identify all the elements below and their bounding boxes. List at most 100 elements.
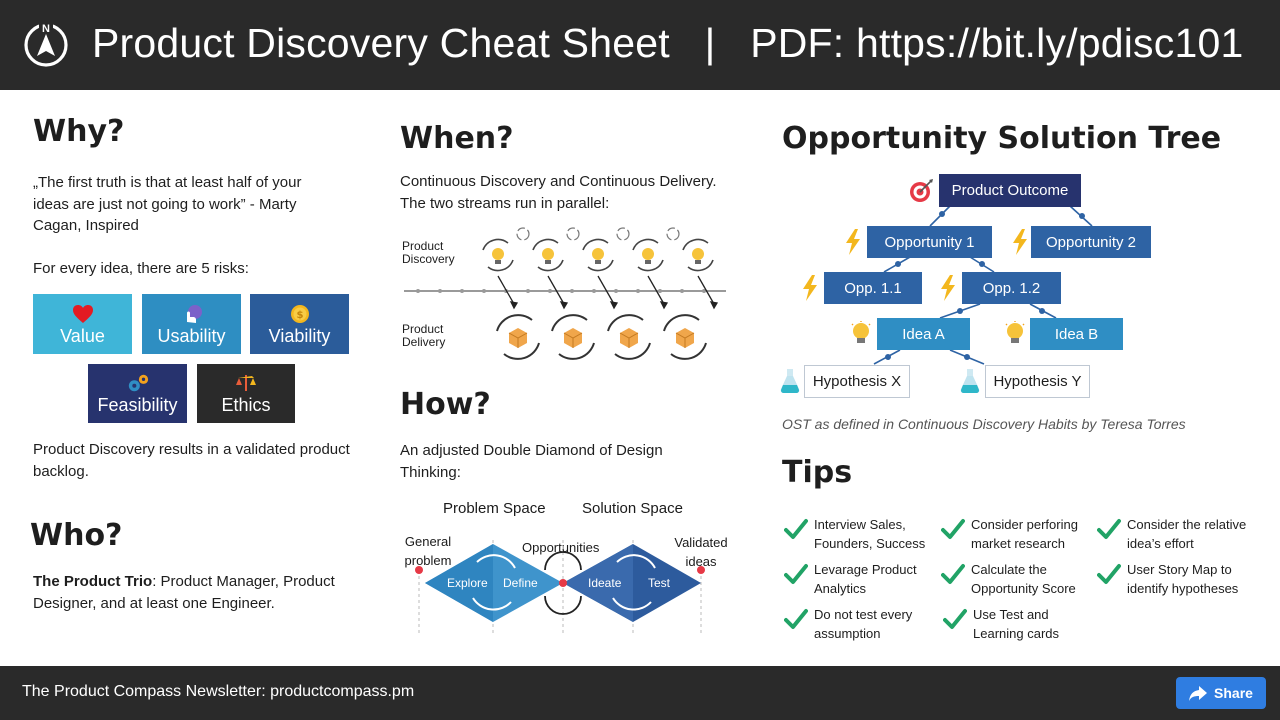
discovery-cycles — [482, 238, 714, 272]
when-text: Continuous Discovery and Continuous Deli… — [400, 173, 717, 212]
checkmark-icon — [941, 519, 965, 539]
opportunities-marker — [559, 579, 567, 587]
svg-text:$: $ — [296, 310, 303, 321]
tip-text: Calculate the Opportunity Score — [971, 562, 1076, 596]
page-title: Product Discovery Cheat Sheet | PDF: htt… — [92, 20, 1244, 66]
coin-icon: $ — [290, 305, 309, 323]
risks-intro: For every idea, there are 5 risks: — [33, 260, 249, 277]
problem-space-label: Problem Space — [443, 500, 546, 517]
risk-label: Feasibility — [97, 395, 178, 415]
tip-item: Levarage Product Analytics — [784, 561, 932, 598]
tip-item: Do not test every assumption — [784, 606, 932, 643]
tip-item: Interview Sales, Founders, Success — [784, 516, 932, 553]
idea-b-node: Idea B — [1030, 318, 1123, 350]
share-arrow-icon — [1189, 685, 1208, 701]
scales-icon — [236, 375, 256, 391]
checkmark-icon — [941, 564, 965, 584]
validated-ideas-marker — [697, 566, 705, 574]
why-conclusion: Product Discovery results in a validated… — [33, 441, 350, 480]
hypothesis-x-node: Hypothesis X — [804, 365, 910, 398]
explore-label: Explore — [447, 576, 488, 590]
tips-heading: Tips — [782, 455, 853, 490]
tip-text: Consider perforing market research — [971, 517, 1078, 551]
risk-label: Usability — [157, 326, 226, 346]
why-quote: „The first truth is that at least half o… — [33, 174, 302, 234]
opp-1-1-node: Opp. 1.1 — [824, 272, 922, 304]
compass-letter: N — [42, 23, 50, 35]
who-text: The Product Trio: Product Manager, Produ… — [33, 571, 363, 614]
delivery-cycles — [496, 314, 707, 360]
test-label: Test — [648, 576, 671, 590]
delivery-cycle — [496, 314, 540, 360]
compass-icon: N — [24, 21, 68, 67]
tip-text: User Story Map to identify hypotheses — [1127, 562, 1239, 596]
opportunity-1-node: Opportunity 1 — [867, 226, 992, 258]
lightning-icon — [941, 275, 955, 301]
discovery-cycle — [682, 238, 714, 272]
tip-item: Use Test and Learning cards — [943, 606, 1091, 643]
ost-heading: Opportunity Solution Tree — [782, 121, 1222, 156]
define-label: Define — [503, 576, 538, 590]
footer-bar: The Product Compass Newsletter: productc… — [0, 666, 1280, 720]
flask-icon — [960, 369, 980, 393]
product-outcome-node: Product Outcome — [939, 174, 1081, 207]
tip-text: Interview Sales, Founders, Success — [814, 517, 926, 551]
product-trio-members: : Product Manager, Product Designer, and… — [33, 573, 335, 612]
risk-label: Viability — [268, 326, 331, 346]
opp-1-2-node: Opp. 1.2 — [962, 272, 1061, 304]
lightbulb-icon — [1005, 321, 1025, 343]
product-delivery-label: Product Delivery — [402, 322, 446, 349]
tip-item: Calculate the Opportunity Score — [941, 561, 1089, 598]
tip-item: Consider the relative idea’s effort — [1097, 516, 1252, 553]
discovery-cycle — [532, 238, 564, 272]
product-trio-label: The Product Trio — [33, 573, 153, 590]
small-cycles — [516, 227, 680, 241]
ost-connectors — [873, 205, 1093, 365]
lightbulb-icon — [851, 321, 871, 343]
checkmark-icon — [1097, 564, 1121, 584]
checkmark-icon — [1097, 519, 1121, 539]
how-text: An adjusted Double Diamond of Design Thi… — [400, 442, 663, 481]
risk-tile-viability: $ Viability — [250, 294, 349, 354]
opportunities-label: Opportunities — [522, 540, 600, 555]
tip-text: Use Test and Learning cards — [973, 607, 1059, 641]
delivery-cycle — [607, 314, 651, 360]
lightning-icon — [803, 275, 817, 301]
product-discovery-label: Product Discovery — [402, 239, 455, 266]
hand-click-icon — [186, 305, 202, 323]
dual-track-diagram — [404, 227, 726, 360]
share-button[interactable]: Share — [1176, 677, 1266, 709]
risk-tile-feasibility: Feasibility — [88, 364, 187, 423]
tip-item: Consider perforing market research — [941, 516, 1089, 553]
when-heading: When? — [400, 121, 514, 156]
general-problem-marker — [415, 566, 423, 574]
checkmark-icon — [784, 564, 808, 584]
risk-label: Ethics — [221, 395, 271, 415]
flask-icon — [780, 369, 800, 393]
heart-icon — [72, 305, 93, 323]
risk-tile-usability: Usability — [142, 294, 241, 354]
delivery-cycle — [551, 314, 595, 360]
tip-text: Do not test every assumption — [814, 607, 913, 641]
delivery-cycle — [663, 314, 707, 360]
lightning-icon — [846, 229, 860, 255]
hypothesis-y-node: Hypothesis Y — [985, 365, 1090, 398]
discovery-cycle — [632, 238, 664, 272]
discovery-cycle — [582, 238, 614, 272]
general-problem-label: General problem — [404, 534, 452, 568]
share-button-label: Share — [1214, 685, 1253, 701]
ost-caption: OST as defined in Continuous Discovery H… — [782, 416, 1186, 432]
lightning-icon — [1013, 229, 1027, 255]
how-heading: How? — [400, 387, 491, 422]
tip-text: Levarage Product Analytics — [814, 562, 917, 596]
risk-tile-ethics: Ethics — [197, 364, 295, 423]
checkmark-icon — [784, 609, 808, 629]
why-heading: Why? — [33, 114, 125, 149]
double-diamond-diagram — [415, 540, 705, 635]
solution-space-label: Solution Space — [582, 500, 683, 517]
tip-item: User Story Map to identify hypotheses — [1097, 561, 1252, 598]
header-bar: N Product Discovery Cheat Sheet | PDF: h… — [0, 0, 1280, 90]
risk-tile-value: Value — [33, 294, 132, 354]
checkmark-icon — [943, 609, 967, 629]
discovery-cycle — [482, 238, 514, 272]
